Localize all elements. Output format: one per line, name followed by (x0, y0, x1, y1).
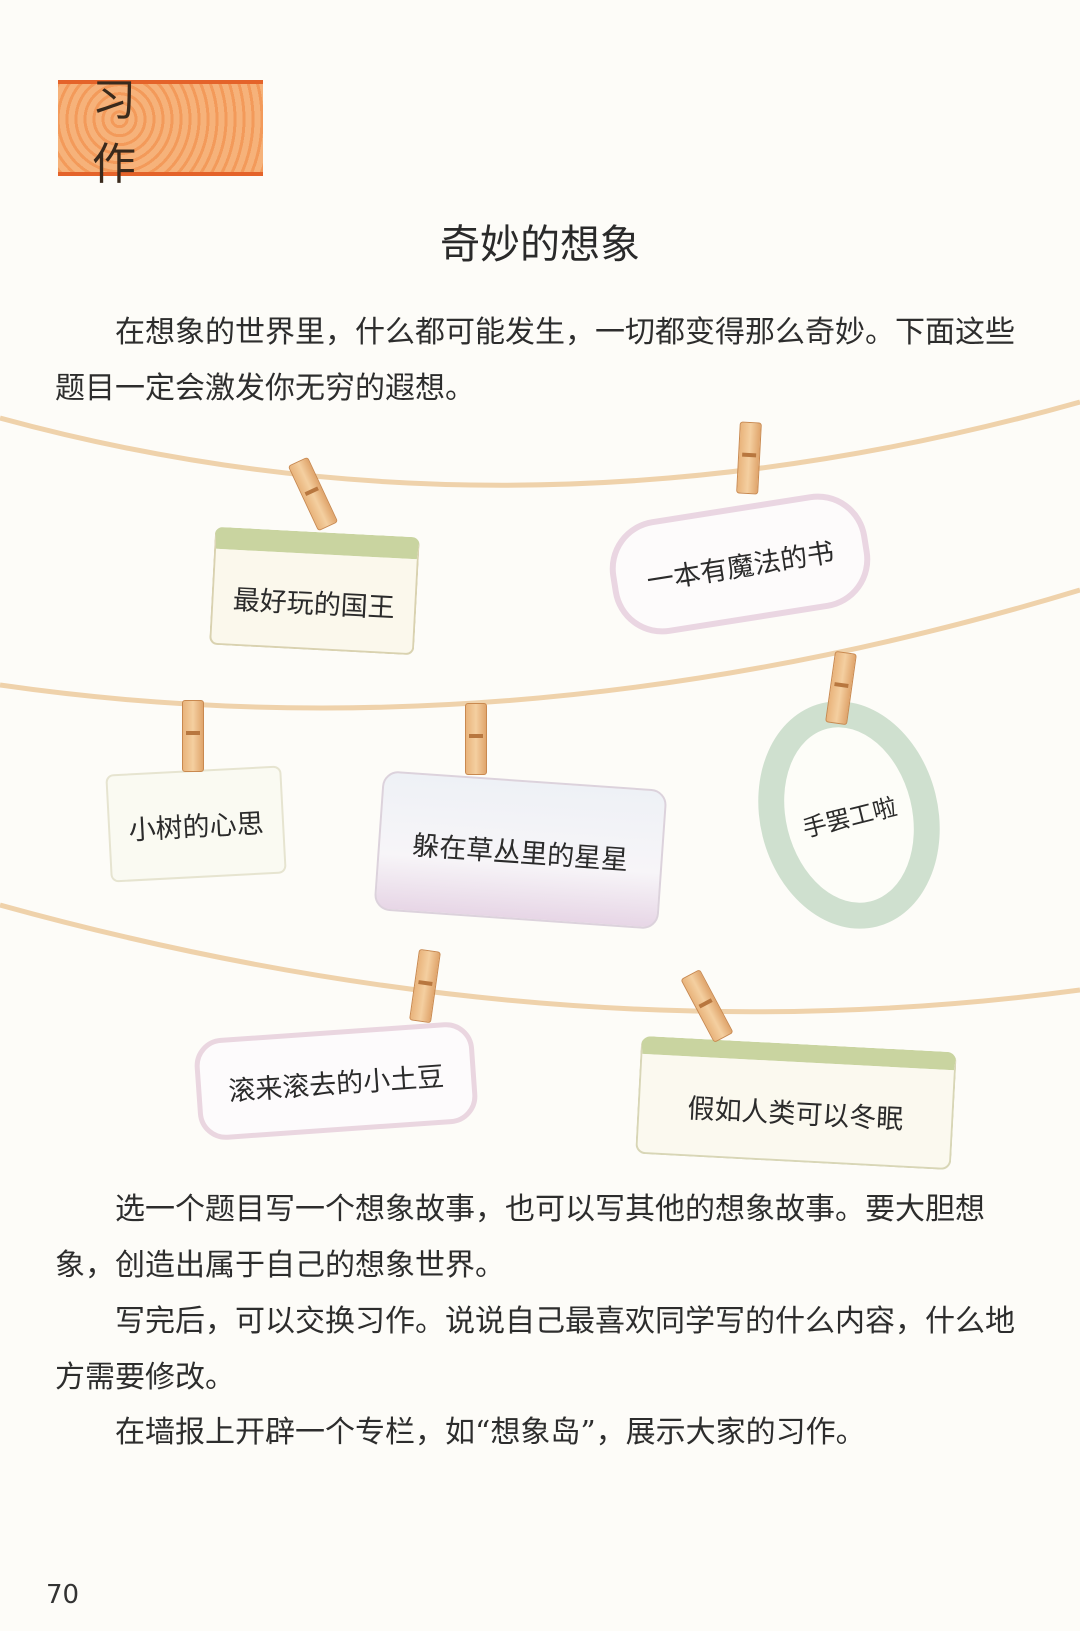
clothesline-2 (0, 587, 1080, 711)
topic-card-1: 最好玩的国王 (209, 526, 420, 656)
paragraph-3-text: 在墙报上开辟一个专栏，如“想象岛”，展示大家的习作。 (115, 1415, 866, 1450)
clothesline-1 (0, 399, 1080, 488)
topic-card-3-label: 小树的心思 (127, 807, 265, 847)
topic-card-4-label: 躲在草丛里的星星 (411, 829, 630, 876)
clothespin-icon (182, 700, 204, 772)
topic-card-4: 躲在草丛里的星星 (373, 770, 668, 930)
topic-card-6-label: 滚来滚去的小土豆 (227, 1060, 446, 1107)
topic-card-5-label: 手罢工啦 (799, 792, 900, 843)
topic-card-7-label: 假如人类可以冬眠 (686, 1092, 905, 1136)
clothespin-icon (465, 703, 487, 775)
page-title: 奇妙的想象 (440, 222, 640, 268)
paragraph-1-text: 选一个题目写一个想象故事，也可以写其他的想象故事。要大胆想象，创造出属于自己的想… (55, 1192, 985, 1283)
section-tag: 习 作 (58, 75, 263, 190)
topic-card-7: 假如人类可以冬眠 (635, 1035, 957, 1171)
intro-paragraph: 在想象的世界里，什么都可能发生，一切都变得那么奇妙。下面这些题目一定会激发你无穷… (55, 305, 1030, 417)
paragraph-2-text: 写完后，可以交换习作。说说自己最喜欢同学写的什么内容，什么地方需要修改。 (55, 1304, 1015, 1395)
topic-card-2-label: 一本有魔法的书 (644, 536, 837, 598)
paragraph-2: 写完后，可以交换习作。说说自己最喜欢同学写的什么内容，什么地方需要修改。 (55, 1294, 1030, 1406)
topic-card-1-label: 最好玩的国王 (232, 584, 396, 624)
section-tag-label: 习 作 (92, 75, 170, 190)
intro-text: 在想象的世界里，什么都可能发生，一切都变得那么奇妙。下面这些题目一定会激发你无穷… (55, 315, 1015, 406)
paragraph-1: 选一个题目写一个想象故事，也可以写其他的想象故事。要大胆想象，创造出属于自己的想… (55, 1182, 1030, 1294)
clothespin-icon (736, 421, 762, 495)
page-number: 70 (46, 1580, 80, 1610)
clothesline-3 (0, 902, 1080, 1015)
topic-card-6: 滚来滚去的小土豆 (192, 1020, 480, 1142)
topic-card-3: 小树的心思 (105, 765, 287, 883)
paragraph-3: 在墙报上开辟一个专栏，如“想象岛”，展示大家的习作。 (55, 1405, 1030, 1461)
